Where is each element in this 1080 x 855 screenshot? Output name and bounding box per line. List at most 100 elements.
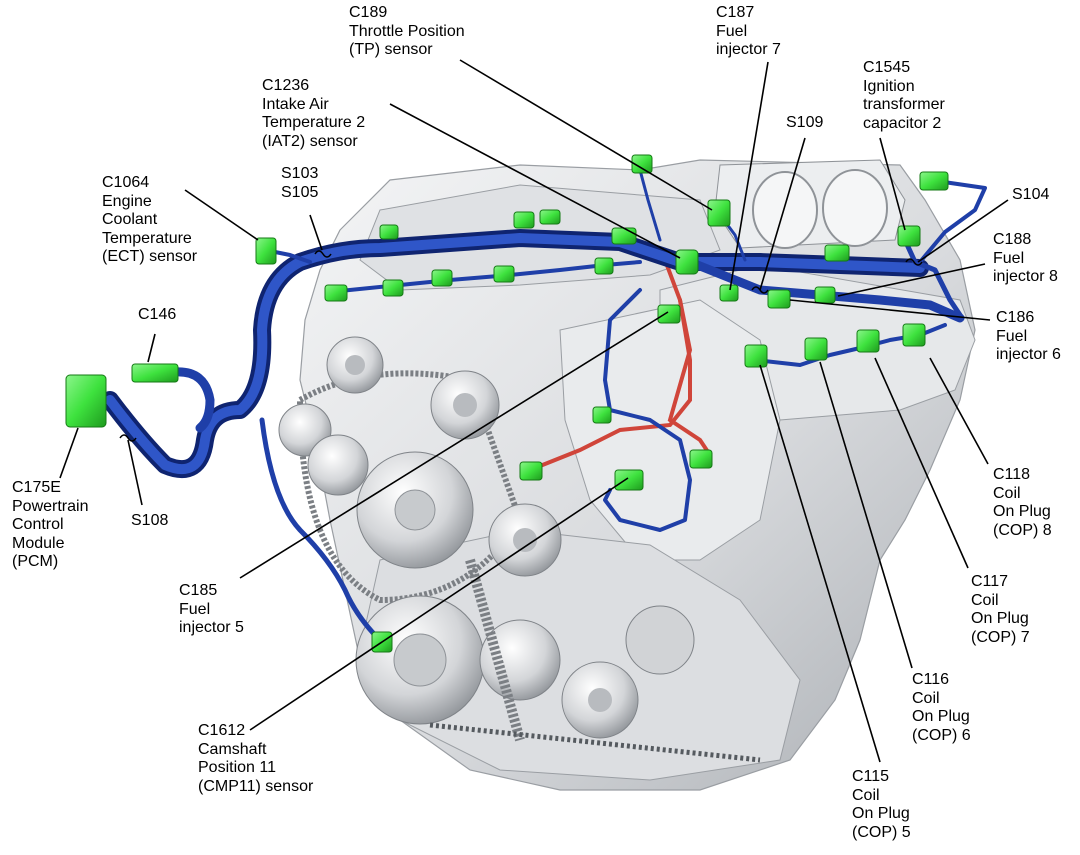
harness-red xyxy=(528,258,712,472)
label-line: Coil xyxy=(912,689,940,707)
label-line: Temperature xyxy=(102,229,192,247)
label-line: Coolant xyxy=(102,211,158,228)
label-line: Coil xyxy=(993,484,1021,502)
label-line: C175E xyxy=(12,479,61,496)
label-line: (IAT2) sensor xyxy=(262,132,358,150)
label-line: C186 xyxy=(996,309,1035,326)
label-line: Coil xyxy=(971,591,999,609)
label-line: C185 xyxy=(179,582,218,599)
label-line: Ignition xyxy=(863,77,915,95)
label-s108: S108 xyxy=(131,512,168,531)
label-line: (TP) sensor xyxy=(349,41,433,58)
label-line: On Plug xyxy=(912,708,970,725)
label-line: S109 xyxy=(786,114,824,131)
label-line: transformer xyxy=(863,96,945,113)
connector-pcm xyxy=(65,374,107,428)
label-line: (CMP11) sensor xyxy=(198,777,314,795)
label-line: Fuel xyxy=(716,22,748,40)
label-line: Module xyxy=(12,534,65,552)
label-line: C189 xyxy=(349,4,388,21)
label-s104: S104 xyxy=(1012,186,1049,205)
label-line: S108 xyxy=(131,512,169,529)
label-line: Throttle Position xyxy=(349,22,465,40)
label-line: C188 xyxy=(993,231,1032,248)
label-line: C116 xyxy=(912,671,950,688)
label-line: Temperature 2 xyxy=(262,114,366,131)
label-line: injector 6 xyxy=(996,346,1061,363)
connector-ect xyxy=(255,237,277,265)
connector-inj6 xyxy=(767,289,791,309)
label-line: Fuel xyxy=(179,600,211,618)
label-line: C1612 xyxy=(198,722,246,739)
connector-cop7 xyxy=(856,329,880,353)
label-line: On Plug xyxy=(971,610,1029,627)
label-line: (ECT) sensor xyxy=(102,248,198,265)
label-s109: S109 xyxy=(786,114,823,133)
label-line: (PCM) xyxy=(12,553,59,570)
label-line: (COP) 8 xyxy=(993,521,1052,539)
label-line: Fuel xyxy=(993,249,1025,267)
label-line: Control xyxy=(12,516,64,533)
connector-cop8 xyxy=(902,323,926,347)
connector-cop5 xyxy=(744,344,768,368)
connector-inj8 xyxy=(814,286,836,304)
label-line: S103 xyxy=(281,165,319,182)
label-line: injector 8 xyxy=(993,268,1058,285)
label-line: (COP) 7 xyxy=(971,628,1030,646)
label-line: C187 xyxy=(716,4,755,21)
label-line: Position 11 xyxy=(198,759,276,776)
label-line: C1236 xyxy=(262,77,310,94)
label-line: S105 xyxy=(281,183,319,201)
connector-tp xyxy=(707,199,731,227)
label-line: C115 xyxy=(852,768,890,785)
label-line: S104 xyxy=(1012,186,1050,203)
label-line: Fuel xyxy=(996,327,1028,345)
label-line: C146 xyxy=(138,306,177,323)
label-line: Engine xyxy=(102,192,152,210)
leader-lines xyxy=(59,59,1009,763)
label-line: C1545 xyxy=(863,59,911,76)
splice-marks xyxy=(119,250,923,442)
label-line: Intake Air xyxy=(262,95,329,113)
label-line: On Plug xyxy=(993,503,1051,520)
label-line: C117 xyxy=(971,573,1009,590)
label-line: Coil xyxy=(852,786,880,804)
label-line: On Plug xyxy=(852,805,910,822)
label-c146: C146 xyxy=(138,306,176,325)
connector-cop6 xyxy=(804,337,828,361)
harness-blue xyxy=(101,168,987,648)
label-line: injector 5 xyxy=(179,619,244,636)
connector-cam xyxy=(614,469,644,491)
connector-right-top xyxy=(919,171,949,191)
label-line: Camshaft xyxy=(198,740,267,758)
connector-ignition-cap xyxy=(897,225,921,247)
connector-top xyxy=(631,154,653,174)
label-line: (COP) 6 xyxy=(912,726,971,744)
connector-inj5 xyxy=(657,304,681,324)
label-line: (COP) 5 xyxy=(852,823,911,841)
connector-inj7 xyxy=(719,284,739,302)
label-line: C118 xyxy=(993,466,1031,483)
label-line: capacitor 2 xyxy=(863,114,942,132)
label-line: C1064 xyxy=(102,174,150,191)
connector-c146 xyxy=(131,363,179,383)
label-line: injector 7 xyxy=(716,41,781,58)
connector-iat2 xyxy=(675,249,699,275)
label-line: Powertrain xyxy=(12,497,89,515)
